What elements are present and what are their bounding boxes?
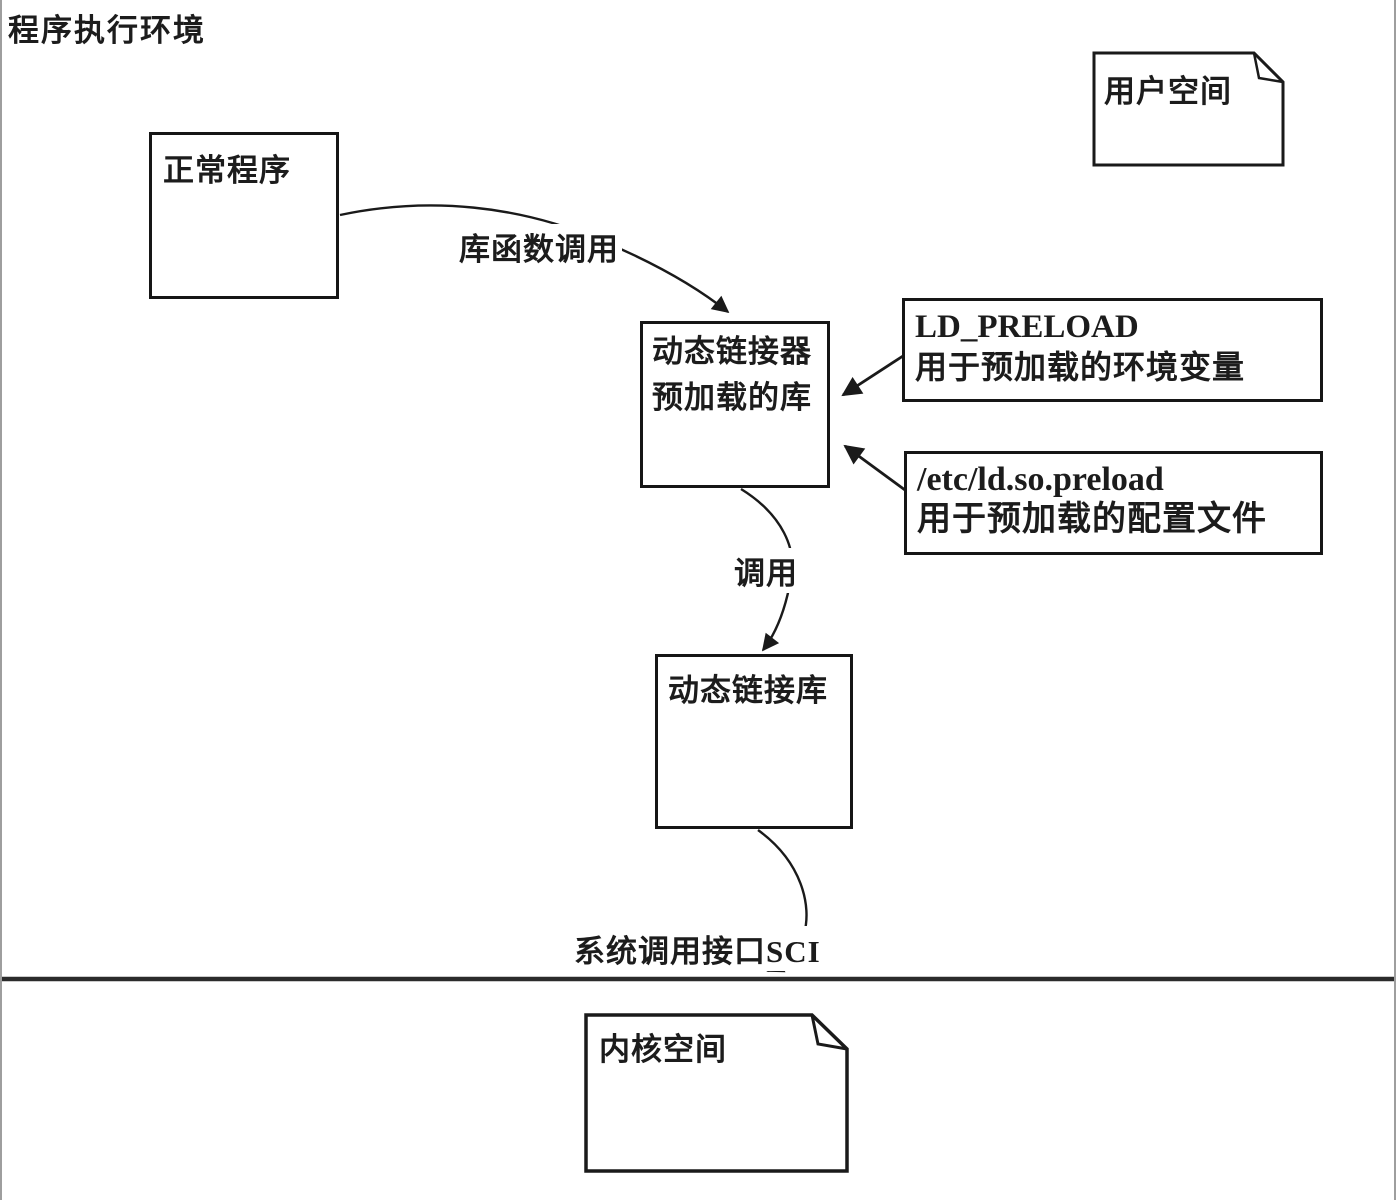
user-space-note-shape xyxy=(1092,51,1285,167)
etc-ld-so-preload-name: /etc/ld.so.preload xyxy=(917,461,1164,498)
user-space-label: 用户空间 xyxy=(1104,74,1232,109)
note-fold-icon xyxy=(1252,52,1284,84)
preloaded-library-label-line1: 动态链接器 xyxy=(652,334,812,369)
ld-preload-annotation-box: LD_PRELOAD 用于预加载的环境变量 xyxy=(902,298,1323,402)
ld-preload-name: LD_PRELOAD xyxy=(915,309,1139,345)
kernel-space-note-shape xyxy=(584,1013,849,1173)
preloaded-library-box: 动态链接器 预加载的库 xyxy=(640,321,830,488)
edge-label-call: 调用 xyxy=(731,548,801,593)
kernel-space-label: 内核空间 xyxy=(599,1032,727,1067)
etc-ld-so-preload-description: 用于预加载的配置文件 xyxy=(917,501,1267,538)
normal-program-label: 正常程序 xyxy=(163,153,291,188)
preloaded-library-label-line2: 预加载的库 xyxy=(652,380,812,415)
page-right-border xyxy=(1394,0,1396,1200)
ld-preload-description: 用于预加载的环境变量 xyxy=(915,349,1246,385)
ld-preload-arrow xyxy=(841,354,904,397)
edge-label-syscall-interface: 系统调用接口SCI xyxy=(571,926,824,971)
etc-ld-so-preload-annotation-box: /etc/ld.so.preload 用于预加载的配置文件 xyxy=(904,451,1323,555)
dynamic-link-library-label: 动态链接库 xyxy=(668,673,828,708)
normal-program-box: 正常程序 xyxy=(149,132,339,299)
edge-label-library-call: 库函数调用 xyxy=(456,224,622,269)
page-left-border xyxy=(0,0,2,1200)
dynamic-link-library-box: 动态链接库 xyxy=(655,654,853,829)
etc-preload-arrow xyxy=(843,444,906,492)
note-fold-icon xyxy=(810,1014,848,1051)
diagram-title: 程序执行环境 xyxy=(8,13,206,48)
